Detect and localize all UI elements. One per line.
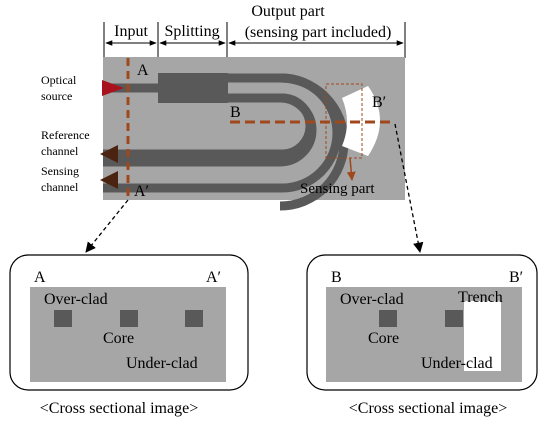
right-cross-section [306,254,538,391]
label-reference-channel: channel [41,144,79,158]
marker-a-prime: A′ [134,183,149,200]
sensing-waveguide [103,73,342,193]
right-core-label: Core [368,330,399,347]
right-core-2 [445,310,463,327]
right-over-clad: Over-clad [340,291,404,308]
left-caption: <Cross sectional image> [40,400,198,417]
left-core-label: Core [103,330,134,347]
left-core-2 [120,310,138,327]
pointer-a [85,199,129,253]
left-under-clad: Under-clad [126,355,198,372]
header-dimensions [103,22,406,58]
label-reference: Reference [41,128,90,142]
label-optical: Optical [41,73,77,87]
right-core-1 [379,310,397,327]
left-corner-a: A [34,269,46,286]
sensing-output-arrow [100,171,118,189]
label-sensing-channel: channel [41,180,79,194]
header-output: Output part [251,3,325,20]
pointer-b [394,123,424,254]
marker-b: B [230,104,241,121]
left-cross-section [9,254,249,391]
right-corner-b-prime: B′ [509,269,523,286]
right-trench-label: Trench [458,289,503,306]
sensing-part-pointer [346,157,356,181]
left-over-clad: Over-clad [44,291,108,308]
header-output-sub: (sensing part included) [245,24,392,41]
right-caption: <Cross sectional image> [349,400,507,417]
right-trench [464,301,501,371]
marker-a: A [137,62,149,79]
label-sensing: Sensing [41,164,79,178]
reference-waveguide [103,93,315,159]
right-under-clad: Under-clad [421,355,493,372]
reference-output-arrow [100,145,118,163]
left-core-3 [185,310,203,327]
label-source: source [41,89,72,103]
left-core-1 [54,310,72,327]
header-input: Input [114,23,148,40]
left-corner-a-prime: A′ [206,269,221,286]
trench [342,86,380,156]
sensing-part-label: Sensing part [300,181,375,197]
right-corner-b: B [331,269,342,286]
marker-b-prime: B′ [372,94,386,111]
header-splitting: Splitting [164,23,219,40]
